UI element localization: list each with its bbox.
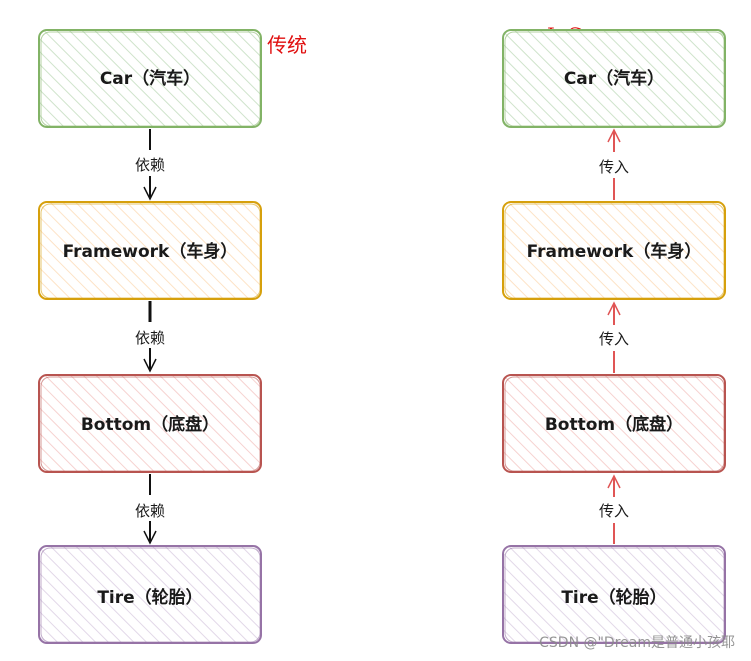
trad-bottom-label: Bottom（底盘） [81,414,219,435]
ioc-edge-label-1: 传入 [599,158,629,176]
ioc-bottom-label: Bottom（底盘） [545,414,683,435]
heading-traditional: 传统 [267,33,307,57]
ioc-edge-label-3: 传入 [599,502,629,520]
trad-edge-label-2: 依赖 [135,329,165,347]
ioc-tire-node: Tire（轮胎） [502,545,726,644]
trad-car-node: Car（汽车） [38,29,262,128]
trad-edge-label-1: 依赖 [135,156,165,174]
watermark-text: CSDN @"Dream是普通小孩耶 [539,635,735,651]
ioc-edge-label-2: 传入 [599,330,629,348]
trad-framework-label: Framework（车身） [63,241,238,262]
ioc-car-label: Car（汽车） [564,68,664,89]
ioc-tire-label: Tire（轮胎） [561,587,666,608]
ioc-bottom-node: Bottom（底盘） [502,374,726,473]
ioc-car-node: Car（汽车） [502,29,726,128]
trad-edge-car-framework: 依赖 [128,129,172,201]
trad-framework-node: Framework（车身） [38,201,262,300]
trad-car-label: Car（汽车） [100,68,200,89]
ioc-edge-framework-car: 传入 [592,128,636,200]
ioc-framework-node: Framework（车身） [502,201,726,300]
trad-edge-label-3: 依赖 [135,502,165,520]
ioc-framework-label: Framework（车身） [527,241,702,262]
ioc-edge-tire-bottom: 传入 [592,474,636,544]
trad-bottom-node: Bottom（底盘） [38,374,262,473]
trad-edge-bottom-tire: 依赖 [128,474,172,545]
trad-tire-node: Tire（轮胎） [38,545,262,644]
trad-tire-label: Tire（轮胎） [97,587,202,608]
trad-edge-framework-bottom: 依赖 [128,301,172,373]
ioc-edge-bottom-framework: 传入 [592,301,636,373]
